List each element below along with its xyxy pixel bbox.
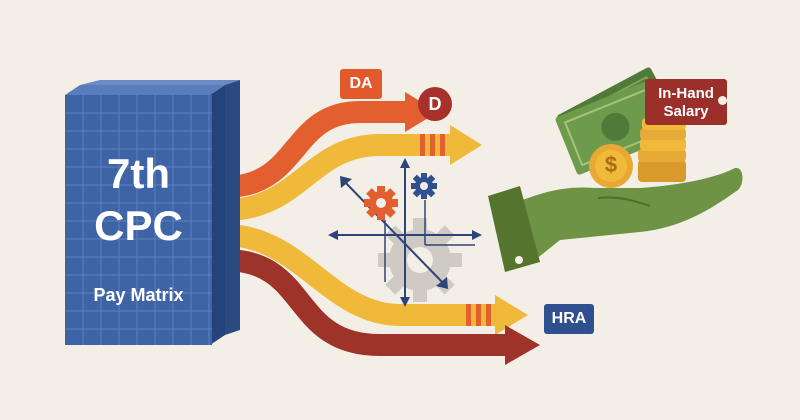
da-tag: DA bbox=[340, 69, 382, 99]
block-side-bevel bbox=[210, 85, 225, 345]
da-flow-stream bbox=[224, 101, 412, 198]
salary-label-line2: Salary bbox=[663, 103, 709, 120]
hra-flow-stream bbox=[224, 224, 500, 326]
calculation-mechanism bbox=[328, 158, 482, 307]
block-title-line2: CPC bbox=[94, 202, 183, 249]
block-side-face bbox=[225, 80, 240, 335]
in-hand-salary-tag: In-Hand Salary bbox=[645, 79, 727, 125]
hra-flow-stripe bbox=[486, 304, 491, 326]
axis-arrow-diagonal-start bbox=[340, 176, 352, 188]
hra-label: HRA bbox=[551, 310, 587, 327]
hra-flow-arrowhead bbox=[495, 295, 528, 335]
d-flow-stripe bbox=[420, 134, 425, 156]
hra-flow-stripe bbox=[476, 304, 481, 326]
pay-matrix-block bbox=[65, 80, 240, 345]
axis-arrow-diagonal-end bbox=[436, 277, 448, 289]
block-top-face bbox=[80, 80, 240, 85]
bottom-flow-stream bbox=[224, 249, 510, 356]
dollar-symbol: $ bbox=[604, 152, 618, 177]
block-front-face bbox=[65, 95, 212, 345]
flow-streams bbox=[224, 92, 540, 365]
axis-arrow-right bbox=[472, 230, 482, 240]
bottom-flow-arrowhead bbox=[505, 325, 540, 365]
orange-gear-icon bbox=[364, 186, 398, 220]
dollar-coin-inner bbox=[595, 150, 627, 182]
hra-flow-stripe bbox=[466, 304, 471, 326]
block-grid bbox=[65, 95, 212, 345]
block-subtitle: Pay Matrix bbox=[93, 285, 184, 305]
sleeve-cuff bbox=[488, 186, 540, 272]
tag-hole bbox=[718, 96, 727, 105]
d-label: D bbox=[428, 94, 442, 114]
blue-gear-icon bbox=[411, 173, 437, 199]
open-hand-icon bbox=[510, 167, 743, 260]
thumb-crease bbox=[597, 196, 651, 207]
block-top-bevel bbox=[65, 85, 225, 95]
d-flow-stripe bbox=[430, 134, 435, 156]
cuff-button bbox=[515, 256, 523, 264]
block-title-line1: 7th bbox=[107, 150, 170, 197]
d-flow-arrowhead bbox=[450, 125, 482, 165]
d-flow-stream bbox=[224, 134, 455, 221]
hra-tag: HRA bbox=[544, 304, 594, 334]
d-badge: D bbox=[418, 87, 452, 121]
coin-stack-icon bbox=[638, 118, 686, 182]
salary-label-line1: In-Hand bbox=[658, 85, 714, 102]
axis-arrow-left bbox=[328, 230, 338, 240]
diagonal-axis bbox=[342, 179, 446, 286]
d-flow-stripe bbox=[440, 134, 445, 156]
axis-arrow-up bbox=[400, 158, 410, 168]
axis-arrow-down bbox=[400, 297, 410, 307]
da-label: DA bbox=[349, 75, 373, 92]
